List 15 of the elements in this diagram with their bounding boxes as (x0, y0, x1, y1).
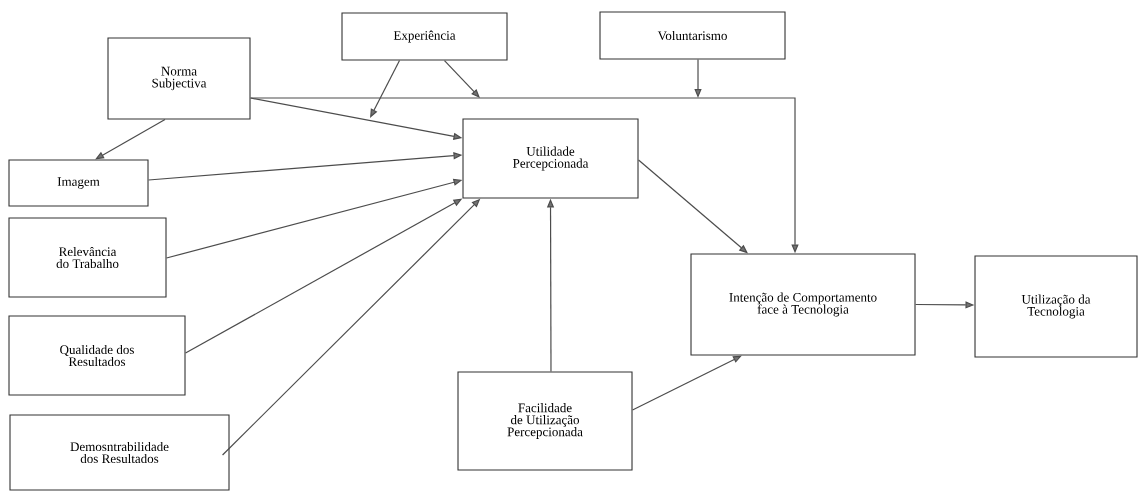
arrow (631, 355, 742, 411)
concept-box: Utilidade Percepcionada (462, 118, 639, 199)
concept-box: Experiência (341, 12, 508, 61)
concept-box: Facilidade de Utilização Percepcionada (457, 371, 633, 471)
arrow (95, 118, 166, 160)
concept-box: Norma Subjectiva (107, 37, 251, 120)
concept-box: Relevância do Trabalho (8, 217, 167, 298)
concept-box: Voluntarismo (599, 11, 786, 60)
arrow (370, 59, 401, 118)
arrow (443, 59, 480, 98)
concept-box: Utilização da Tecnologia (974, 255, 1138, 358)
concept-box: Qualidade dos Resultados (8, 315, 186, 396)
concept-box: Demosntrabilidade dos Resultados (9, 414, 230, 491)
concept-box: Intenção de Comportamento face à Tecnologia (690, 253, 916, 356)
concept-box: Imagem (8, 159, 149, 207)
